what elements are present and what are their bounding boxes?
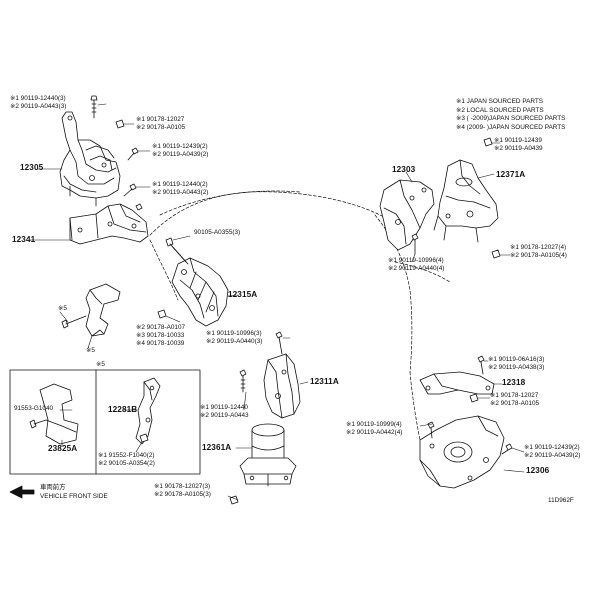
callout-note: ※2 90119-A0440(3) [206, 338, 263, 345]
callout-note: ※4 90178-10039 [136, 340, 185, 347]
callout-note: ※2 90178-A0107 [136, 324, 186, 331]
callout-note: ※2 90119-A0439(2) [152, 151, 209, 158]
bolt-12311a-left [239, 369, 247, 393]
callout-note: ※2 90178-A0105 [136, 124, 186, 131]
bolt-12305-top [90, 95, 98, 119]
front-direction-label: VEHICLE FRONT SIDE [40, 493, 108, 500]
part-12306-drawing [419, 415, 505, 489]
callout-note: ※1 90178-12027(3) [154, 483, 211, 490]
part-label-12361a: 12361A [202, 443, 232, 452]
diagram-code: 11D962F [548, 497, 574, 504]
callout-note: 91553-G1040 [14, 405, 54, 412]
callout-note: ※1 90119-12439(2) [524, 444, 580, 451]
part-12305-drawing [59, 111, 121, 207]
legend-item: ※3 ( -2009)JAPAN SOURCED PARTS [456, 115, 566, 123]
part-12311a-drawing [263, 353, 301, 419]
inset-box-graphics [9, 369, 201, 475]
legend-item: ※1 JAPAN SOURCED PARTS [456, 98, 544, 105]
callout-note: ※1 90119-12440(2) [152, 181, 208, 188]
nut-12361a-bottom [229, 495, 239, 505]
bolt-12306-left [427, 421, 435, 439]
part-label-12311a: 12311A [310, 377, 339, 386]
callout-note: ※1 91552-F1040(2) [98, 452, 155, 459]
part-label-12315a: 12315A [228, 290, 258, 299]
bolt-12303 [411, 233, 419, 255]
front-arrow-graphic [9, 485, 35, 499]
bolt-12341 [135, 203, 143, 211]
mark-5-label: ※5 [96, 361, 105, 368]
callout-note: ※1 90119-12439(2) [152, 143, 208, 150]
callout-note: ※2 90105-A0354(2) [98, 460, 155, 467]
part-12371a-drawing [433, 159, 499, 243]
callout-note: ※2 90119-A0439(2) [524, 452, 581, 459]
callout-note: ※1 90119-10996(3) [206, 330, 262, 337]
callout-note: ※3 90178-10033 [136, 332, 185, 339]
part-label-12371a: 12371A [496, 170, 526, 179]
part-label-12341: 12341 [12, 235, 36, 244]
nut-12371a-bottom [491, 249, 501, 259]
mark-5-label: ※5 [58, 305, 67, 312]
part-mark5-bracket-drawing [85, 283, 121, 337]
part-label-23825a: 23825A [48, 444, 78, 453]
legend-item: ※2 LOCAL SOURCED PARTS [456, 106, 544, 114]
part-12303-drawing [379, 179, 435, 251]
front-direction-label-jp: 車両前方 [40, 484, 66, 491]
callout-note: ※1 90178-12027(4) [510, 244, 567, 251]
callout-note: ※2 90178-A0105 [490, 400, 540, 407]
callout-note: ※1 90178-12027 [490, 392, 539, 399]
callout-note: ※2 90119-A0439 [494, 145, 543, 152]
part-label-12318: 12318 [502, 378, 526, 387]
bolt-12318 [477, 355, 485, 375]
callout-note: 90105-A0355(3) [194, 229, 241, 236]
callout-note: ※1 90119-12439 [494, 137, 542, 144]
bolt-12305-mid [127, 147, 139, 161]
nut-12371a-top [483, 137, 493, 147]
callout-note: ※2 90119-A0438(3) [488, 364, 545, 371]
leader-lines [29, 103, 525, 501]
callout-note: ※2 90178-A0105(3) [154, 491, 211, 498]
callout-note: ※2 90119-A0443(3) [10, 103, 67, 110]
callout-note: ※2 90119-A0440(4) [388, 265, 445, 272]
callout-note: ※1 90119-12440(3) [10, 95, 66, 102]
bolt-12306-right [501, 443, 513, 455]
callout-note: ※1 90119-12440 [200, 404, 248, 411]
part-label-12306: 12306 [526, 466, 550, 475]
callout-note: ※1 90119-10999(4) [346, 421, 402, 428]
callout-note: ※2 90119-A0443 [200, 412, 249, 419]
bolt-12305-low [123, 183, 137, 197]
part-12361a-drawing [239, 423, 297, 487]
legend-item: ※4 (2009- )JAPAN SOURCED PARTS [456, 123, 566, 131]
nut-12315a-low [157, 309, 167, 319]
bolt-12311a-top [275, 331, 283, 355]
part-12315a-drawing [171, 257, 229, 327]
part-12318-drawing [419, 371, 495, 395]
callout-note: ※1 90178-12027 [136, 116, 185, 123]
callout-note: ※2 90178-A0105(4) [510, 252, 567, 259]
mark-5-label: ※5 [86, 347, 95, 354]
part-12341-drawing [69, 203, 149, 245]
part-label-12305: 12305 [20, 163, 44, 172]
nut-12318 [469, 393, 479, 403]
legend: ※1 JAPAN SOURCED PARTS ※2 LOCAL SOURCED … [456, 98, 565, 132]
nut-12305-right [115, 119, 125, 129]
part-label-12303: 12303 [392, 165, 416, 174]
callout-note: ※1 90119-10996(4) [388, 257, 444, 264]
callout-note: ※2 90119-A0443(2) [152, 189, 209, 196]
callout-note: ※2 90119-A0442(4) [346, 429, 403, 436]
bolt-mark5 [61, 315, 87, 329]
callout-note: ※1 90119-06A16(3) [488, 356, 545, 363]
bolt-12315a-long [165, 237, 189, 265]
part-label-12281b: 12281B [108, 405, 138, 414]
